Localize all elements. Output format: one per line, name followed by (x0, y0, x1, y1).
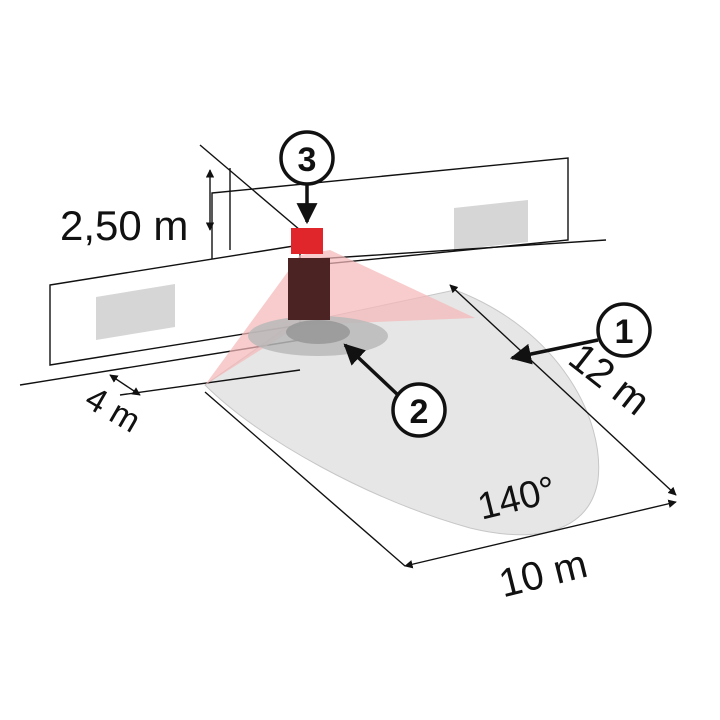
callout-2: 2 (343, 343, 447, 438)
back-wall-window (454, 200, 528, 250)
callout-2-arrow (343, 343, 400, 397)
floor-left-edge (119, 369, 301, 396)
range-label: 10 m (495, 542, 592, 606)
callout-3-circle (279, 130, 335, 186)
callout-1: 1 (509, 302, 652, 365)
callout-1-number: 1 (615, 313, 634, 351)
lamp-post (288, 258, 330, 320)
width-label: 4 m (79, 379, 147, 440)
floor-back-edge (299, 239, 607, 261)
front-wall-window (96, 284, 175, 340)
motion-sensor (291, 228, 323, 254)
height-label: 2,50 m (60, 202, 188, 249)
width-dimension-line (109, 374, 141, 396)
callout-2-circle (391, 382, 447, 438)
sensor-floor-spot-inner (286, 320, 350, 344)
length-dimension-line (449, 284, 677, 496)
callout-3: 3 (279, 130, 335, 225)
callout-1-circle (596, 302, 652, 358)
callout-2-number: 2 (410, 393, 429, 431)
front-wall (49, 244, 301, 366)
ceiling-diagonal-line (199, 144, 301, 231)
range-dimension-line-left (204, 391, 406, 567)
callout-1-arrow (509, 338, 599, 365)
callout-3-number: 3 (298, 141, 317, 179)
range-dimension-line (404, 499, 677, 569)
